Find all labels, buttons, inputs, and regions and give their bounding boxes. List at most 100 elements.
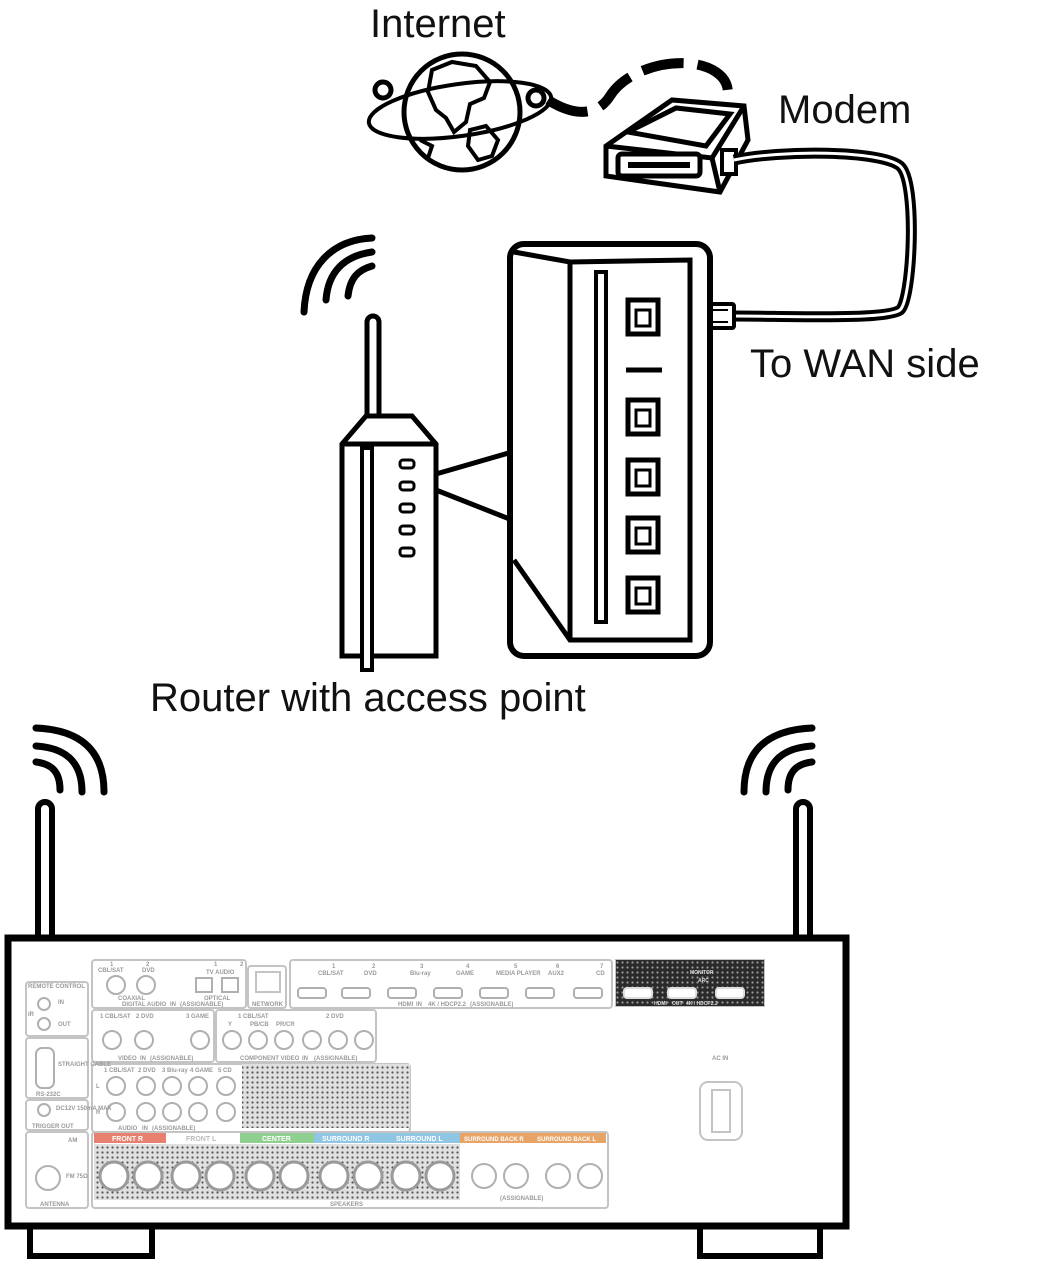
panel-component-assignable: (ASSIGNABLE) [314, 1056, 357, 1062]
panel-ir-out: OUT [58, 1022, 71, 1028]
panel-comp-2: 2 DVD [326, 1014, 344, 1020]
panel-hdmi-num-3: 3 [420, 964, 424, 970]
panel-component-video: COMPONENT VIDEO [240, 1056, 300, 1062]
panel-audio-assignable: (ASSIGNABLE) [152, 1126, 195, 1132]
panel-comp-y: Y [228, 1022, 232, 1028]
lan-port-icon [625, 515, 661, 555]
panel-hdmi-cd: CD [596, 971, 605, 977]
panel-am: AM [68, 1138, 77, 1144]
panel-video-3: 3 GAME [186, 1014, 209, 1020]
panel-front-r: FRONT R [112, 1136, 143, 1143]
receiver-wifi-right-icon [740, 724, 816, 796]
panel-trigger-spec: DC12V 150mA MAX [56, 1106, 111, 1112]
panel-hdmi-game: GAME [456, 971, 474, 977]
panel-surround-back-l: SURROUND BACK L [537, 1137, 596, 1143]
panel-hdmi-num-7: 7 [600, 964, 604, 970]
panel-hdmi-cblsat: CBL/SAT [318, 971, 344, 977]
panel-da-num-1: 1 [110, 962, 114, 968]
panel-digital-audio-assignable: (ASSIGNABLE) [180, 1002, 223, 1008]
speaker-color-strip [94, 1133, 606, 1143]
panel-digital-audio-in: IN [170, 1002, 176, 1008]
hdmi-out-ports [623, 987, 745, 999]
optical-ports [195, 977, 239, 993]
panel-optical: OPTICAL [204, 996, 231, 1002]
panel-audio-in: IN [142, 1126, 148, 1132]
panel-arc: ARC [698, 978, 709, 984]
speaker-strip-3 [314, 1133, 386, 1143]
receiver-feet [27, 1222, 823, 1259]
router-label: Router with access point [150, 676, 586, 720]
panel-surround-r: SURROUND R [322, 1136, 369, 1143]
speaker-binding-posts [98, 1160, 456, 1192]
panel-video-in: IN [140, 1056, 146, 1062]
panel-audio-4: 4 GAME [190, 1068, 213, 1074]
speaker-strip-2 [240, 1133, 314, 1143]
panel-speakers-assignable: (ASSIGNABLE) [500, 1196, 543, 1202]
panel-network: NETWORK [252, 1002, 284, 1008]
hdmi-in-ports [297, 987, 603, 999]
panel-video-1: 1 CBL/SAT [100, 1014, 131, 1020]
panel-hdmi-dvd: DVD [364, 971, 377, 977]
speaker-strip-1 [166, 1133, 240, 1143]
panel-hdmi-assignable: (ASSIGNABLE) [470, 1002, 513, 1008]
panel-speakers: SPEAKERS [330, 1202, 363, 1208]
wan-port-icon [625, 297, 661, 337]
panel-audio-l: L [96, 1084, 100, 1090]
wan-side-label: To WAN side [750, 342, 980, 386]
panel-center: CENTER [262, 1136, 291, 1143]
lan-port-icon [625, 457, 661, 497]
panel-ac-in: AC IN [712, 1056, 728, 1062]
panel-hdmi-num-4: 4 [466, 964, 470, 970]
panel-da-num-3: 1 [214, 962, 218, 968]
panel-monitor: MONITOR [690, 970, 714, 976]
receiver-wifi-left-icon [32, 724, 108, 796]
internet-label: Internet [370, 2, 506, 46]
panel-hdmi-aux2: AUX2 [548, 971, 565, 977]
panel-audio-3: 3 Blu-ray [162, 1068, 188, 1074]
panel-component-in: IN [302, 1056, 308, 1062]
internet-globe-icon [366, 51, 554, 173]
panel-front-l: FRONT L [186, 1136, 217, 1143]
panel-hdmi: HDMI [398, 1002, 414, 1008]
panel-audio: AUDIO [118, 1126, 138, 1132]
panel-hdmi-num-6: 6 [556, 964, 560, 970]
panel-hdmi-num-5: 5 [514, 964, 518, 970]
panel-rs232c: RS-232C [36, 1092, 61, 1098]
panel-hdmi-num-2: 2 [372, 964, 376, 970]
panel-audio-1: 1 CBL/SAT [104, 1068, 135, 1074]
panel-surround-l: SURROUND L [396, 1136, 443, 1143]
panel-hdmi-bluray: Blu-ray [410, 971, 431, 977]
ethernet-ports [625, 297, 662, 615]
panel-da-num-2: 2 [146, 962, 150, 968]
panel-hdmi-media-player: MEDIA PLAYER [496, 971, 541, 977]
panel-remote-control: REMOTE CONTROL [28, 984, 85, 990]
panel-video-2: 2 DVD [136, 1014, 154, 1020]
rs232c-port [35, 1047, 55, 1089]
router-back-panel [507, 241, 713, 659]
audio-preout-area [242, 1064, 410, 1128]
panel-audio-5: 5 CD [218, 1068, 232, 1074]
router-icon [339, 313, 439, 672]
panel-straight-cable: STRAIGHT CABLE [58, 1062, 111, 1068]
panel-comp-1: 1 CBL/SAT [238, 1014, 269, 1020]
panel-da-cblsat: CBL/SAT [98, 968, 124, 974]
panel-audio-r: R [96, 1110, 101, 1116]
internet-connection-line [545, 58, 733, 117]
panel-video-assignable: (ASSIGNABLE) [150, 1056, 193, 1062]
panel-ir-in: IN [58, 1000, 64, 1006]
panel-hdmi-out: HDMI [654, 1001, 667, 1007]
panel-da-tv: TV AUDIO [206, 970, 235, 976]
panel-ir: IR [28, 1012, 35, 1018]
lan-port-icon [625, 575, 661, 615]
speaker-strip-5 [460, 1133, 534, 1143]
panel-trigger-out: TRIGGER OUT [32, 1124, 74, 1130]
panel-fm: FM 75Ω [66, 1174, 88, 1180]
speaker-strip-6 [534, 1133, 606, 1143]
panel-hdmi-num-1: 1 [332, 964, 336, 970]
panel-da-num-4: 2 [240, 962, 244, 968]
router-wifi-icon [300, 234, 376, 316]
panel-surround-back-r: SURROUND BACK R [464, 1137, 524, 1143]
panel-video: VIDEO [118, 1056, 137, 1062]
panel-hdmi-out-out: OUT [672, 1001, 683, 1007]
panel-comp-pr: PR/CR [276, 1022, 295, 1028]
